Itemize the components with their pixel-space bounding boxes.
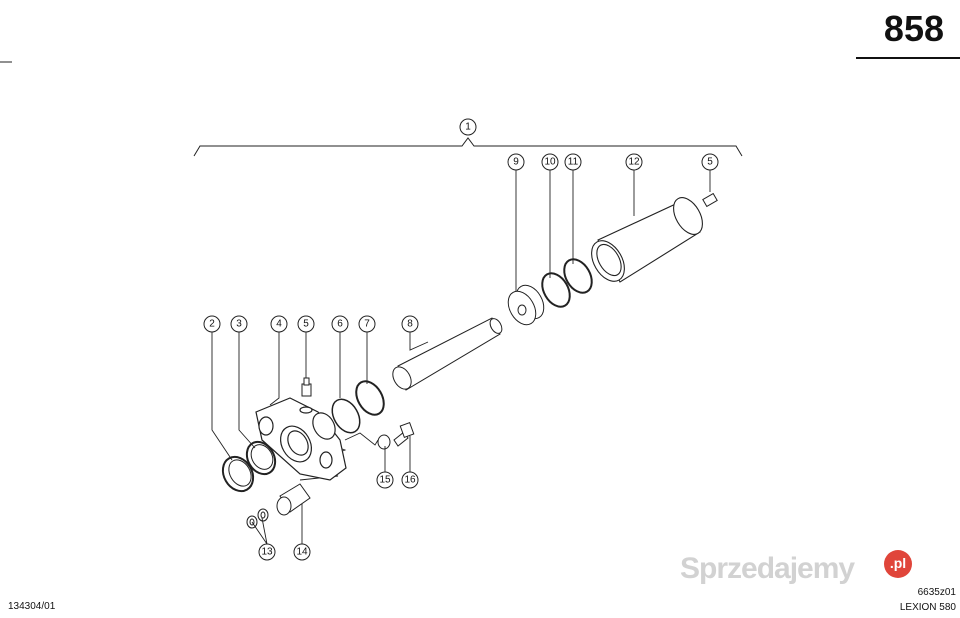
callout-circle	[701, 153, 719, 171]
assembly-bracket	[193, 137, 743, 157]
callout-2: 2	[203, 315, 221, 333]
callout-circle	[401, 471, 419, 489]
callout-label: 15	[379, 475, 391, 486]
fitting-14	[276, 483, 311, 516]
callout-circle	[459, 118, 477, 136]
callout-5: 5	[297, 315, 315, 333]
callout-circle	[258, 543, 276, 561]
page-number-rule	[856, 57, 960, 59]
watermark-badge: .pl	[884, 550, 912, 578]
callout-circle	[270, 315, 288, 333]
bolt-16	[393, 422, 415, 447]
callout-circle	[541, 153, 559, 171]
callout-circle	[230, 315, 248, 333]
bleed-nipple-5b	[702, 192, 718, 208]
ring-11	[563, 258, 593, 294]
callout-label: 9	[513, 157, 519, 168]
callout-11: 11	[564, 153, 582, 171]
callout-label: 10	[544, 157, 556, 168]
callout-12: 12	[625, 153, 643, 171]
flange-housing-4	[255, 397, 347, 481]
callout-circle	[401, 315, 419, 333]
callout-label: 14	[296, 547, 308, 558]
callout-circle	[376, 471, 394, 489]
cylinder-tube-12	[591, 197, 703, 283]
callout-circle	[293, 543, 311, 561]
leader-lines	[211, 170, 711, 545]
callout-13: 13	[258, 543, 276, 561]
callout-5: 5	[701, 153, 719, 171]
watermark-text: Sprzedajemy	[680, 552, 855, 585]
seal-ring-3	[245, 440, 277, 476]
page-number: 858	[883, 8, 944, 49]
callout-label: 4	[276, 319, 282, 330]
callout-label: 12	[628, 157, 640, 168]
seal-ring-2	[221, 455, 255, 493]
callout-14: 14	[293, 543, 311, 561]
callout-3: 3	[230, 315, 248, 333]
ring-7	[355, 380, 385, 416]
callout-15: 15	[376, 471, 394, 489]
document-number: 134304/01	[8, 601, 56, 612]
callout-circle	[203, 315, 221, 333]
callout-circle	[625, 153, 643, 171]
callout-label: 2	[209, 319, 215, 330]
callout-label: 3	[236, 319, 242, 330]
callout-label: 13	[261, 547, 273, 558]
callout-8: 8	[401, 315, 419, 333]
callout-circle	[331, 315, 349, 333]
callout-label: 8	[407, 319, 413, 330]
piston-9	[507, 284, 545, 326]
callout-label: 7	[364, 319, 370, 330]
bleed-nipple-5	[301, 377, 312, 397]
callout-label: 16	[404, 475, 416, 486]
ring-10	[541, 272, 571, 308]
callout-16: 16	[401, 471, 419, 489]
callout-circle	[358, 315, 376, 333]
snap-ring-6	[331, 398, 361, 434]
callout-label: 5	[303, 319, 309, 330]
callout-4: 4	[270, 315, 288, 333]
callout-circle	[297, 315, 315, 333]
callout-label: 5	[707, 157, 713, 168]
callout-circle	[564, 153, 582, 171]
figure-number: 6635z01	[917, 587, 956, 598]
callout-label: 11	[568, 157, 579, 168]
callout-10: 10	[541, 153, 559, 171]
callout-7: 7	[358, 315, 376, 333]
machine-model: LEXION 580	[899, 602, 956, 613]
callout-6: 6	[331, 315, 349, 333]
piston-rod-8	[392, 317, 503, 391]
callout-9: 9	[507, 153, 525, 171]
callout-circle	[507, 153, 525, 171]
callout-1: 1	[459, 118, 477, 136]
washer-15	[377, 434, 391, 450]
callout-label: 1	[465, 122, 471, 133]
callout-label: 6	[337, 319, 343, 330]
washers-13	[246, 508, 269, 529]
